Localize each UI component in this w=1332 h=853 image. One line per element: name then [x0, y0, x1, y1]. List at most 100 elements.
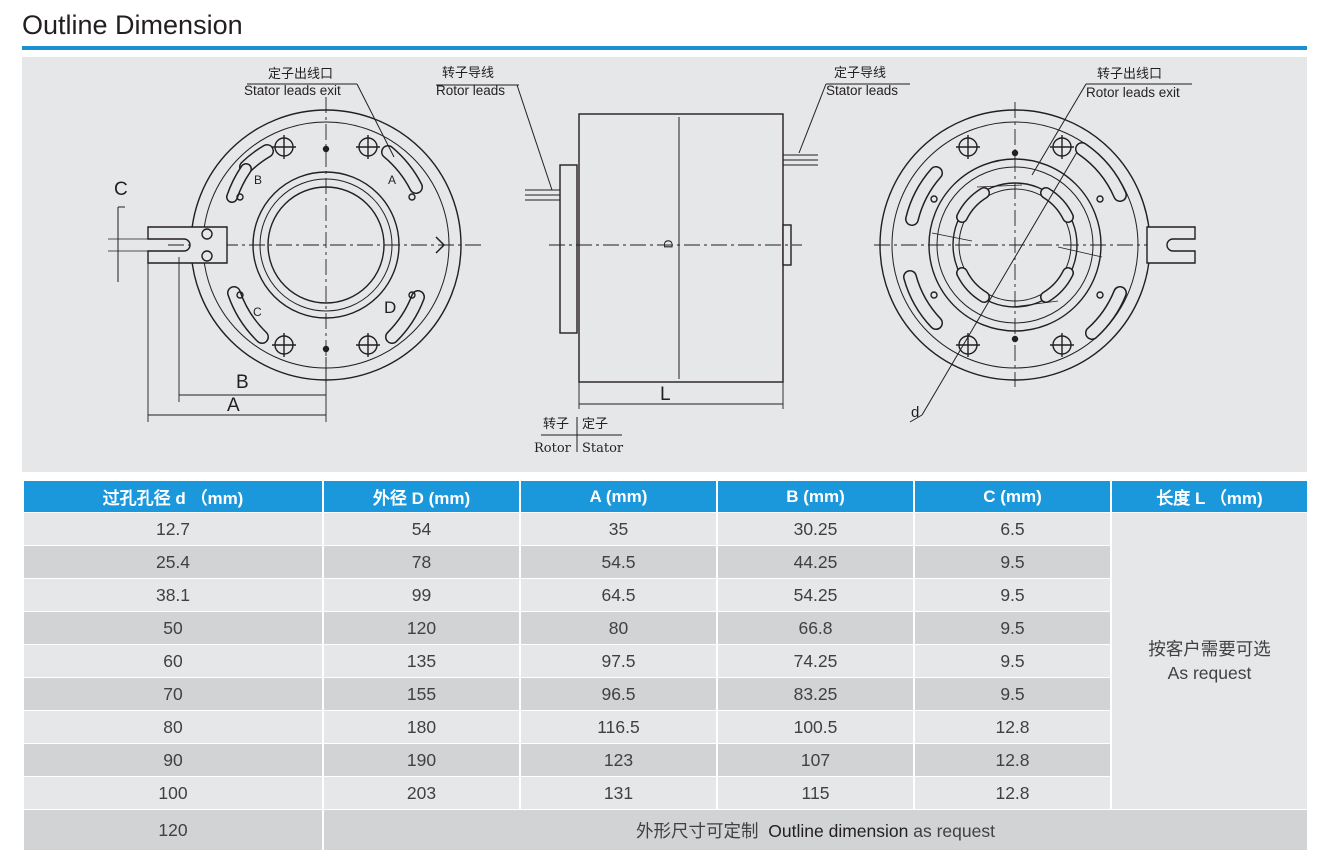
cell-outer-d: 54: [324, 512, 519, 545]
cell-a: 64.5: [521, 578, 716, 611]
cell-outer-d: 135: [324, 644, 519, 677]
table-header-row: 过孔孔径 d （mm) 外径 D (mm) A (mm) B (mm) C (m…: [24, 481, 1307, 512]
cell-bore-d: 80: [24, 710, 322, 743]
table-row: 80 180 116.5 100.5 12.8: [24, 710, 1307, 743]
table-row: 50 120 80 66.8 9.5: [24, 611, 1307, 644]
table-row: 70 155 96.5 83.25 9.5: [24, 677, 1307, 710]
cell-bore-d: 50: [24, 611, 322, 644]
stator-cn-label: 定子: [582, 417, 609, 432]
cell-b: 115: [718, 776, 913, 809]
cell-b: 74.25: [718, 644, 913, 677]
slot-letter-c: C: [253, 305, 262, 319]
rotor-cn-label: 转子: [543, 417, 570, 432]
rotor-leads-exit-label: Rotor leads exit: [1086, 85, 1180, 100]
cell-c: 6.5: [915, 512, 1110, 545]
cell-b: 66.8: [718, 611, 913, 644]
page-title: Outline Dimension: [22, 10, 243, 40]
header-length-l: 长度 L （mm): [1112, 481, 1307, 512]
cell-c: 9.5: [915, 545, 1110, 578]
cell-b: 83.25: [718, 677, 913, 710]
slot-letter-a: A: [388, 173, 397, 187]
rotor-leads-exit-cn-label: 转子出线口: [1097, 67, 1163, 82]
dimension-c-label: C: [114, 179, 128, 200]
header-outer-d: 外径 D (mm): [324, 481, 519, 512]
table-row: 60 135 97.5 74.25 9.5: [24, 644, 1307, 677]
cell-outer-d: 203: [324, 776, 519, 809]
table-row: 38.1 99 64.5 54.25 9.5: [24, 578, 1307, 611]
header-bore-d: 过孔孔径 d （mm): [24, 481, 322, 512]
cell-c: 12.8: [915, 710, 1110, 743]
right-back-view: [874, 83, 1196, 423]
cell-c: 9.5: [915, 578, 1110, 611]
cell-c: 9.5: [915, 677, 1110, 710]
title-underline: [22, 46, 1307, 50]
dimension-d-bore-label: d: [911, 404, 920, 421]
dimension-table: 过孔孔径 d （mm) 外径 D (mm) A (mm) B (mm) C (m…: [22, 481, 1309, 850]
table-row: 100 203 131 115 12.8: [24, 776, 1307, 809]
outline-drawing: 定子出线口 Stator leads exit 转子导线 Rotor leads…: [22, 57, 1307, 472]
stator-leads-cn-label: 定子导线: [834, 66, 887, 81]
header-b: B (mm): [718, 481, 913, 512]
cell-outer-d: 180: [324, 710, 519, 743]
header-c: C (mm): [915, 481, 1110, 512]
cell-b: 30.25: [718, 512, 913, 545]
dimension-d-outer-label: D: [661, 239, 676, 249]
dimension-l-label: L: [660, 384, 671, 405]
cell-length-as-request: 按客户需要可选 As request: [1112, 512, 1307, 809]
cell-bore-d: 60: [24, 644, 322, 677]
cell-outer-d: 120: [324, 611, 519, 644]
cell-bore-d: 38.1: [24, 578, 322, 611]
cell-b: 100.5: [718, 710, 913, 743]
cell-b: 44.25: [718, 545, 913, 578]
rotor-leads-cn-label: 转子导线: [442, 66, 495, 81]
table-row-custom: 120 外形尺寸可定制 Outline dimension as request: [24, 809, 1307, 850]
cell-a: 80: [521, 611, 716, 644]
cell-outer-d: 99: [324, 578, 519, 611]
table-row: 90 190 123 107 12.8: [24, 743, 1307, 776]
cell-custom-note: 外形尺寸可定制 Outline dimension as request: [324, 809, 1307, 850]
rotor-leads-label: Rotor leads: [436, 83, 506, 98]
cell-c: 12.8: [915, 743, 1110, 776]
cell-outer-d: 78: [324, 545, 519, 578]
technical-drawing-svg: [108, 83, 1196, 452]
custom-note-en-emphasis: Outline dimension: [768, 820, 909, 841]
cell-a: 97.5: [521, 644, 716, 677]
cell-a: 96.5: [521, 677, 716, 710]
cell-a: 131: [521, 776, 716, 809]
cell-a: 116.5: [521, 710, 716, 743]
cell-bore-d: 120: [24, 809, 322, 850]
custom-note-cn: 外形尺寸可定制: [636, 820, 759, 841]
stator-leads-exit-cn-label: 定子出线口: [268, 67, 334, 82]
cell-outer-d: 155: [324, 677, 519, 710]
cell-c: 9.5: [915, 644, 1110, 677]
cell-bore-d: 25.4: [24, 545, 322, 578]
slot-letter-b: B: [254, 173, 263, 187]
cell-bore-d: 70: [24, 677, 322, 710]
cell-bore-d: 90: [24, 743, 322, 776]
cell-b: 107: [718, 743, 913, 776]
cell-outer-d: 190: [324, 743, 519, 776]
cell-bore-d: 12.7: [24, 512, 322, 545]
cell-c: 12.8: [915, 776, 1110, 809]
cell-c: 9.5: [915, 611, 1110, 644]
dimension-b-label: B: [236, 372, 249, 393]
cell-b: 54.25: [718, 578, 913, 611]
stator-leads-label: Stator leads: [826, 83, 899, 98]
stator-en-label: Stator: [582, 441, 624, 456]
rotor-en-label: Rotor: [534, 441, 571, 456]
cell-a: 54.5: [521, 545, 716, 578]
slot-letter-d: D: [384, 298, 397, 317]
custom-note-en-rest: as request: [913, 820, 995, 841]
header-a: A (mm): [521, 481, 716, 512]
length-note-cn: 按客户需要可选: [1148, 639, 1271, 659]
cell-a: 123: [521, 743, 716, 776]
stator-leads-exit-label: Stator leads exit: [244, 83, 341, 98]
table-row: 12.7 54 35 30.25 6.5 按客户需要可选 As request: [24, 512, 1307, 809]
length-note-en: As request: [1167, 663, 1252, 683]
table-row: 25.4 78 54.5 44.25 9.5: [24, 545, 1307, 578]
cell-a: 35: [521, 512, 716, 545]
left-front-view: [108, 83, 482, 422]
middle-side-view: [436, 83, 910, 452]
cell-bore-d: 100: [24, 776, 322, 809]
dimension-a-label: A: [227, 395, 240, 416]
